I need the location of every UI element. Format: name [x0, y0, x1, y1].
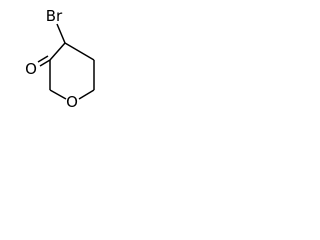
- bromine-label: Br: [46, 7, 63, 25]
- bond-c4-br: [56, 23, 66, 44]
- bond-c3-o-double-a: [39, 59, 51, 67]
- chemical-structure: Br O O: [25, 7, 95, 111]
- bond-c3-o-double-b: [37, 55, 49, 63]
- bond-o1-c2: [49, 89, 67, 100]
- carbonyl-oxygen-label: O: [25, 60, 37, 78]
- bond-c6-o1: [78, 89, 95, 100]
- bond-c4-c5: [64, 42, 95, 61]
- bond-c3-c4: [49, 42, 66, 61]
- ring-oxygen-label: O: [66, 93, 78, 111]
